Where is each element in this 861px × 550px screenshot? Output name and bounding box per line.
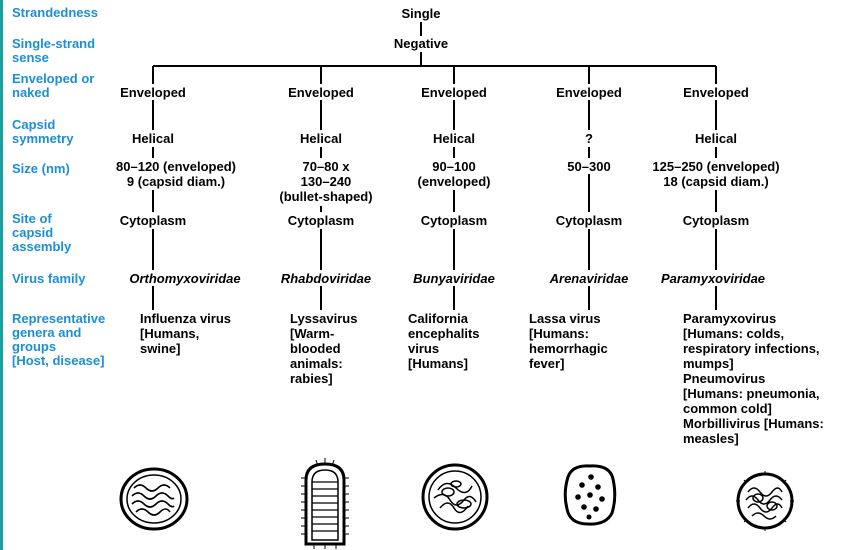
row-label-size: Size (nm) bbox=[12, 162, 70, 176]
row-label-sense: Single-strand sense bbox=[12, 37, 95, 65]
col4-family: Arenaviridae bbox=[550, 271, 629, 286]
col5-symmetry: Helical bbox=[695, 131, 737, 146]
col1-envelope: Enveloped bbox=[120, 85, 186, 100]
col2-envelope: Enveloped bbox=[288, 85, 354, 100]
row-label-representative: Representative genera and groups [Host, … bbox=[12, 312, 105, 368]
row-label-assembly: Site of capsid assembly bbox=[12, 212, 71, 254]
col5-envelope: Enveloped bbox=[683, 85, 749, 100]
col5-size: 125–250 (enveloped) 18 (capsid diam.) bbox=[652, 159, 779, 189]
col4-assembly: Cytoplasm bbox=[556, 213, 622, 228]
coiled-virion-icon bbox=[118, 466, 190, 532]
tangled-virion-icon bbox=[420, 462, 490, 532]
col3-envelope: Enveloped bbox=[421, 85, 487, 100]
col2-assembly: Cytoplasm bbox=[288, 213, 354, 228]
col3-representative: California encephalits virus [Humans] bbox=[408, 311, 480, 371]
col2-representative: Lyssavirus [Warm- blooded animals: rabie… bbox=[290, 311, 357, 386]
col5-family: Paramyxoviridae bbox=[661, 271, 765, 286]
row-label-strandedness: Strandedness bbox=[12, 6, 98, 20]
bullet-virion-icon bbox=[300, 458, 350, 550]
col3-size: 90–100 (enveloped) bbox=[418, 159, 491, 189]
row-label-family: Virus family bbox=[12, 272, 85, 286]
row-label-envelope: Enveloped or naked bbox=[12, 72, 94, 100]
col1-family: Orthomyxoviridae bbox=[129, 271, 240, 286]
col2-size: 70–80 x 130–240 (bullet-shaped) bbox=[279, 159, 372, 204]
col4-representative: Lassa virus [Humans: hemorrhagic fever] bbox=[529, 311, 608, 371]
col4-symmetry: ? bbox=[585, 131, 593, 146]
pleomorphic-virion-icon bbox=[734, 470, 796, 532]
strandedness-value: Single bbox=[401, 6, 440, 21]
col4-size: 50–300 bbox=[567, 159, 610, 174]
dotted-virion-icon bbox=[562, 463, 618, 527]
col1-symmetry: Helical bbox=[132, 131, 174, 146]
col2-family: Rhabdoviridae bbox=[281, 271, 371, 286]
row-label-symmetry: Capsid symmetry bbox=[12, 118, 73, 146]
col1-assembly: Cytoplasm bbox=[120, 213, 186, 228]
col3-symmetry: Helical bbox=[433, 131, 475, 146]
col1-size: 80–120 (enveloped) 9 (capsid diam.) bbox=[116, 159, 236, 189]
col5-representative: Paramyxovirus [Humans: colds, respirator… bbox=[683, 311, 824, 446]
col4-envelope: Enveloped bbox=[556, 85, 622, 100]
sense-value: Negative bbox=[394, 36, 448, 51]
col3-family: Bunyaviridae bbox=[413, 271, 495, 286]
col2-symmetry: Helical bbox=[300, 131, 342, 146]
col1-representative: Influenza virus [Humans, swine] bbox=[140, 311, 231, 356]
col5-assembly: Cytoplasm bbox=[683, 213, 749, 228]
col3-assembly: Cytoplasm bbox=[421, 213, 487, 228]
